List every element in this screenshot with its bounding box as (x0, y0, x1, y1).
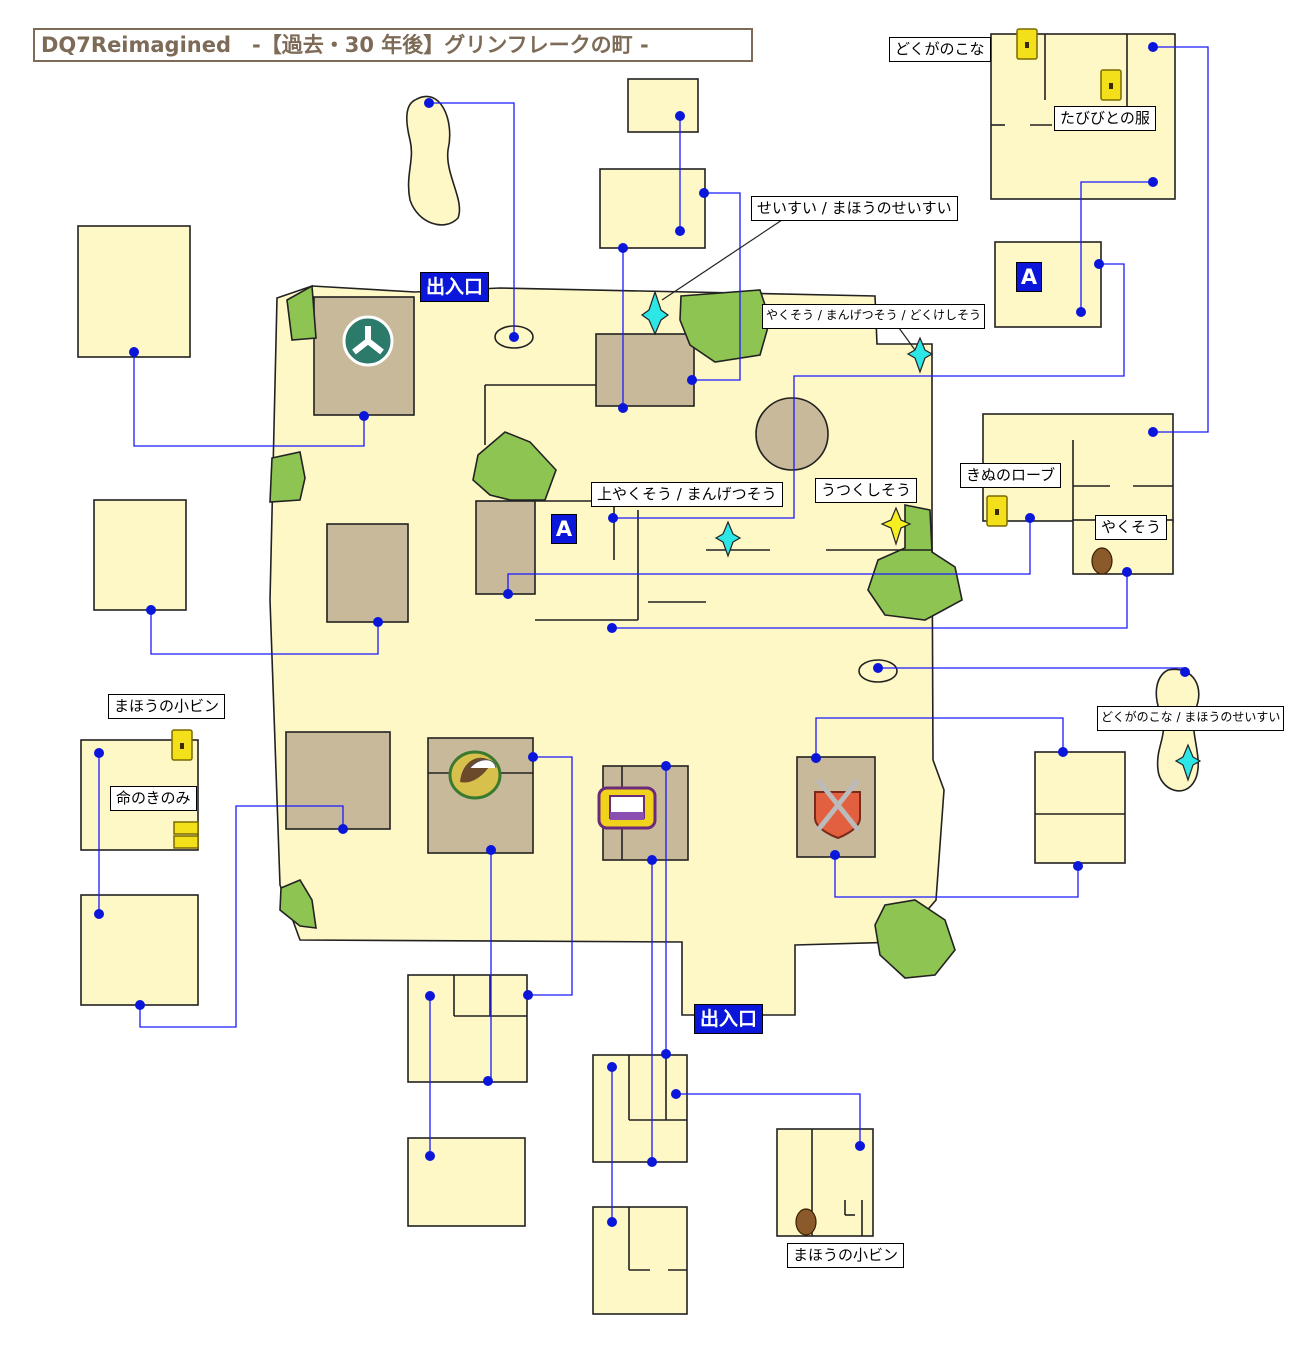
tree-nw (286, 284, 317, 341)
label-mahou-bottom: まほうの小ビン (787, 1243, 905, 1268)
label-dokuga-island: どくがのこな / まほうのせいすい (1097, 706, 1285, 731)
drawer-icon (173, 821, 199, 849)
building-sw (285, 731, 391, 830)
room-south-2 (407, 1137, 526, 1227)
tree-east (867, 504, 963, 621)
marker-a-east: A (1016, 262, 1042, 292)
exit-south[interactable]: 出入口 (694, 1004, 764, 1034)
label-tabibito: たびびとの服 (1054, 106, 1156, 131)
label-seisui: せいすい / まほうのせいすい (751, 196, 958, 221)
label-utsukushi: うつくしそう (815, 478, 918, 503)
label-mahou-left: まほうの小ビン (108, 694, 226, 719)
tree-center (472, 431, 557, 501)
inn-icon (597, 786, 657, 830)
church-icon (342, 315, 394, 367)
tree-w (269, 451, 306, 503)
barrel-icon (795, 547, 1113, 1236)
label-jouyakusou: 上やくそう / まんげつそう (591, 482, 783, 507)
sparkle-icon (640, 290, 1202, 782)
plaza-circle (755, 397, 829, 471)
room-north-small (627, 78, 699, 133)
weapon-shop-icon (814, 778, 861, 840)
label-yakusou: やくそう (1095, 515, 1168, 540)
oval-marker-east (858, 659, 898, 683)
map-title: DQ7Reimagined -【過去・30 年後】グリンフレークの町 - (33, 28, 753, 62)
label-kinu: きぬのローブ (960, 463, 1062, 488)
room-south-3 (592, 1054, 688, 1163)
building-center-north (595, 333, 695, 407)
tree-sw (279, 878, 317, 929)
tree-north (679, 289, 771, 363)
label-dokuga-top: どくがのこな (889, 37, 991, 62)
room-far-west-2 (93, 499, 187, 611)
exit-north[interactable]: 出入口 (420, 272, 490, 302)
building-west-mid (326, 523, 409, 623)
room-east-split (1034, 751, 1126, 864)
item-shop-icon (448, 750, 502, 800)
label-inochi: 命のきのみ (110, 786, 197, 811)
room-north (599, 168, 706, 249)
room-south-4 (592, 1206, 688, 1315)
room-far-west-1 (77, 225, 191, 358)
tree-se (874, 899, 956, 979)
north-lake-area (405, 95, 461, 226)
room-south-1 (407, 974, 528, 1083)
label-yakusou3: やくそう / まんげつそう / どくけしそう (762, 304, 985, 329)
building-center-west (475, 500, 536, 595)
marker-a-center: A (551, 514, 577, 544)
